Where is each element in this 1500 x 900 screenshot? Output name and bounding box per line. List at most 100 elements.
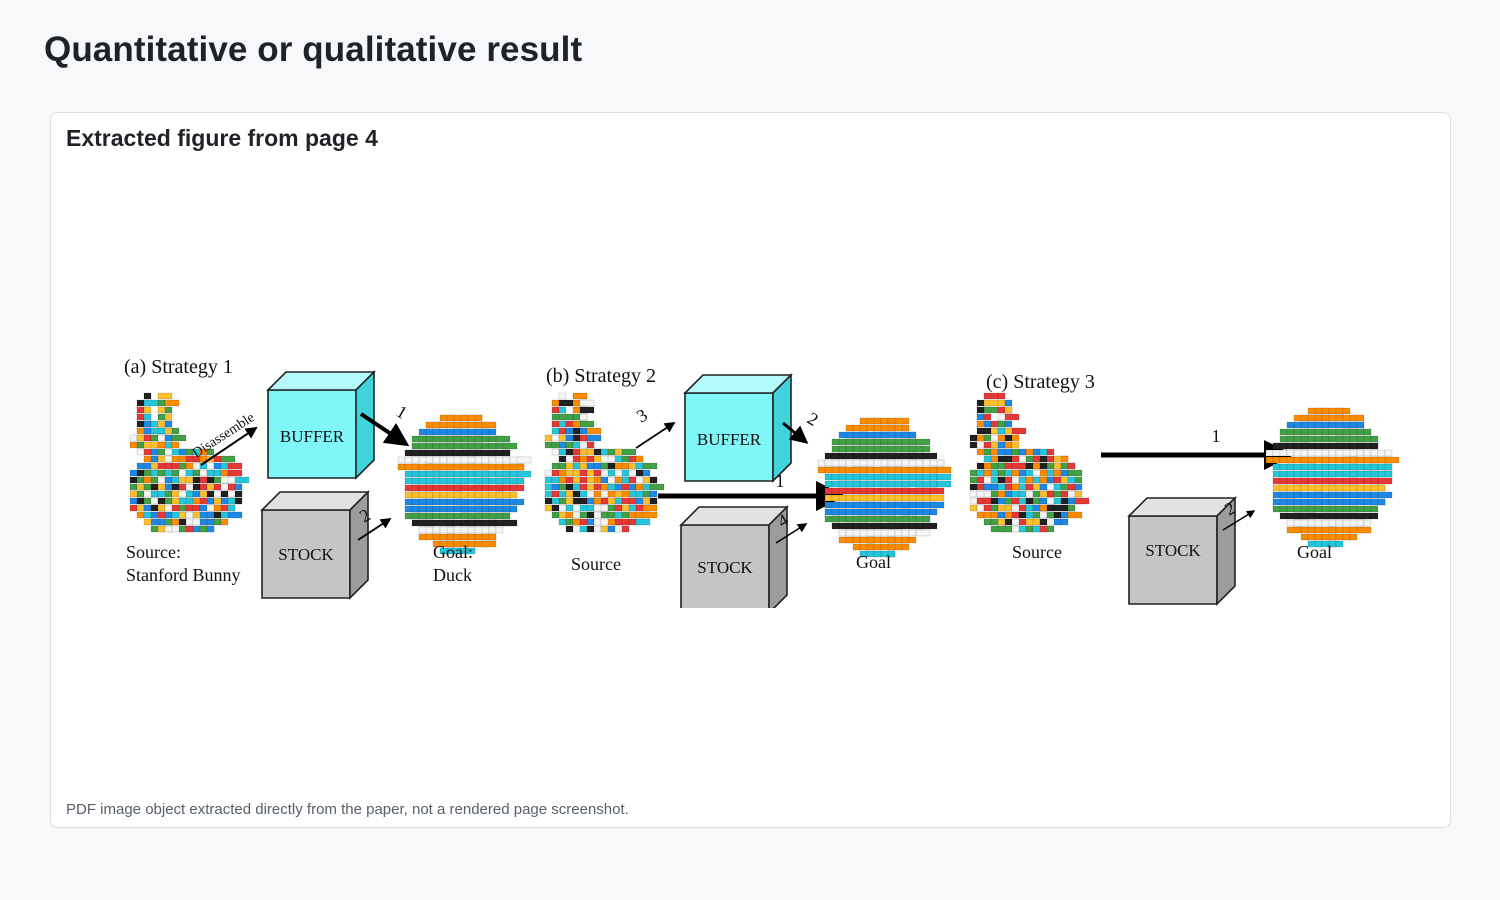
lego-brick — [1314, 484, 1323, 492]
lego-brick — [1265, 456, 1274, 464]
lego-brick — [460, 428, 469, 436]
lego-brick — [467, 421, 476, 429]
lego-brick — [838, 494, 847, 502]
lego-brick — [425, 498, 434, 506]
lego-brick — [516, 470, 532, 478]
lego-brick — [600, 525, 609, 533]
lego-brick — [1377, 498, 1386, 506]
lego-brick — [1279, 484, 1288, 492]
lego-brick — [411, 491, 420, 499]
lego-brick — [1363, 435, 1372, 443]
lego-brick — [990, 427, 999, 435]
lego-brick — [220, 511, 229, 519]
lego-brick — [845, 508, 854, 516]
lego-brick — [558, 427, 567, 435]
lego-brick — [453, 463, 462, 471]
lego-brick — [983, 455, 992, 463]
lego-brick — [157, 469, 166, 477]
lego-brick — [558, 406, 567, 414]
lego-brick — [544, 469, 553, 477]
lego-brick — [586, 525, 595, 533]
lego-brick — [474, 491, 483, 499]
lego-brick — [474, 428, 483, 436]
lego-brick — [1011, 427, 1027, 435]
lego-brick — [1004, 413, 1020, 421]
lego-brick — [213, 504, 222, 512]
lego-brick — [983, 497, 992, 505]
lego-brick — [1342, 512, 1351, 520]
lego-brick — [859, 452, 868, 460]
lego-brick — [1039, 455, 1048, 463]
lego-brick — [915, 438, 931, 446]
step-source-goal-b: 1 — [776, 471, 785, 491]
lego-brick — [983, 434, 992, 442]
lego-brick — [866, 522, 875, 530]
lego-brick — [1300, 428, 1309, 436]
lego-brick — [157, 504, 166, 512]
lego-brick — [439, 421, 448, 429]
lego-brick — [1370, 463, 1379, 471]
lego-brick — [1356, 519, 1365, 527]
lego-brick — [460, 491, 469, 499]
disassemble-arrow — [200, 426, 258, 466]
lego-brick — [1018, 455, 1027, 463]
lego-brick — [983, 420, 992, 428]
lego-brick — [234, 476, 250, 484]
lego-brick — [1307, 505, 1316, 513]
page-title: Quantitative or qualitative result — [44, 30, 583, 69]
lego-brick — [164, 525, 173, 533]
lego-brick — [558, 399, 574, 407]
lego-brick — [1307, 463, 1316, 471]
lego-brick — [908, 466, 917, 474]
panel-a-goal-label-1: Goal: — [433, 542, 473, 562]
stock-box-a: STOCK — [260, 490, 370, 600]
lego-brick — [586, 518, 595, 526]
disassemble-label: Disassemble — [190, 410, 258, 461]
lego-brick — [164, 497, 173, 505]
lego-brick — [1335, 540, 1344, 548]
lego-brick — [586, 427, 602, 435]
lego-brick — [509, 484, 525, 492]
lego-brick — [915, 508, 924, 516]
stock-box-b: STOCK — [679, 505, 789, 608]
lego-brick — [628, 483, 637, 491]
lego-brick — [572, 525, 581, 533]
lego-brick — [1370, 442, 1379, 450]
lego-brick — [150, 483, 159, 491]
lego-brick — [551, 511, 560, 519]
lego-brick — [1039, 448, 1048, 456]
lego-brick — [432, 526, 441, 534]
lego-brick — [157, 476, 166, 484]
lego-brick — [579, 420, 595, 428]
lego-brick — [929, 501, 945, 509]
lego-brick — [150, 455, 159, 463]
lego-brick — [143, 392, 152, 400]
lego-brick — [178, 462, 187, 470]
source-bunny-a — [129, 392, 250, 533]
lego-brick — [1335, 519, 1344, 527]
step-buffer-goal-b: 2 — [804, 408, 822, 430]
lego-brick — [453, 484, 462, 492]
lego-brick — [579, 462, 588, 470]
lego-brick — [136, 441, 145, 449]
lego-brick — [579, 455, 588, 463]
lego-brick — [129, 504, 138, 512]
lego-brick — [997, 392, 1006, 400]
arrow-stock-goal-c — [1222, 510, 1256, 531]
lego-brick — [206, 476, 215, 484]
lego-brick — [873, 487, 882, 495]
lego-brick — [481, 463, 490, 471]
lego-brick — [418, 449, 427, 457]
lego-brick — [1025, 483, 1034, 491]
lego-brick — [831, 494, 840, 502]
lego-brick — [1335, 456, 1344, 464]
lego-brick — [1004, 511, 1013, 519]
lego-brick — [607, 504, 616, 512]
lego-brick — [997, 434, 1006, 442]
lego-brick — [859, 424, 868, 432]
lego-brick — [565, 469, 574, 477]
lego-brick — [1321, 428, 1330, 436]
lego-brick — [936, 480, 952, 488]
lego-brick — [150, 476, 159, 484]
lego-brick — [607, 525, 616, 533]
